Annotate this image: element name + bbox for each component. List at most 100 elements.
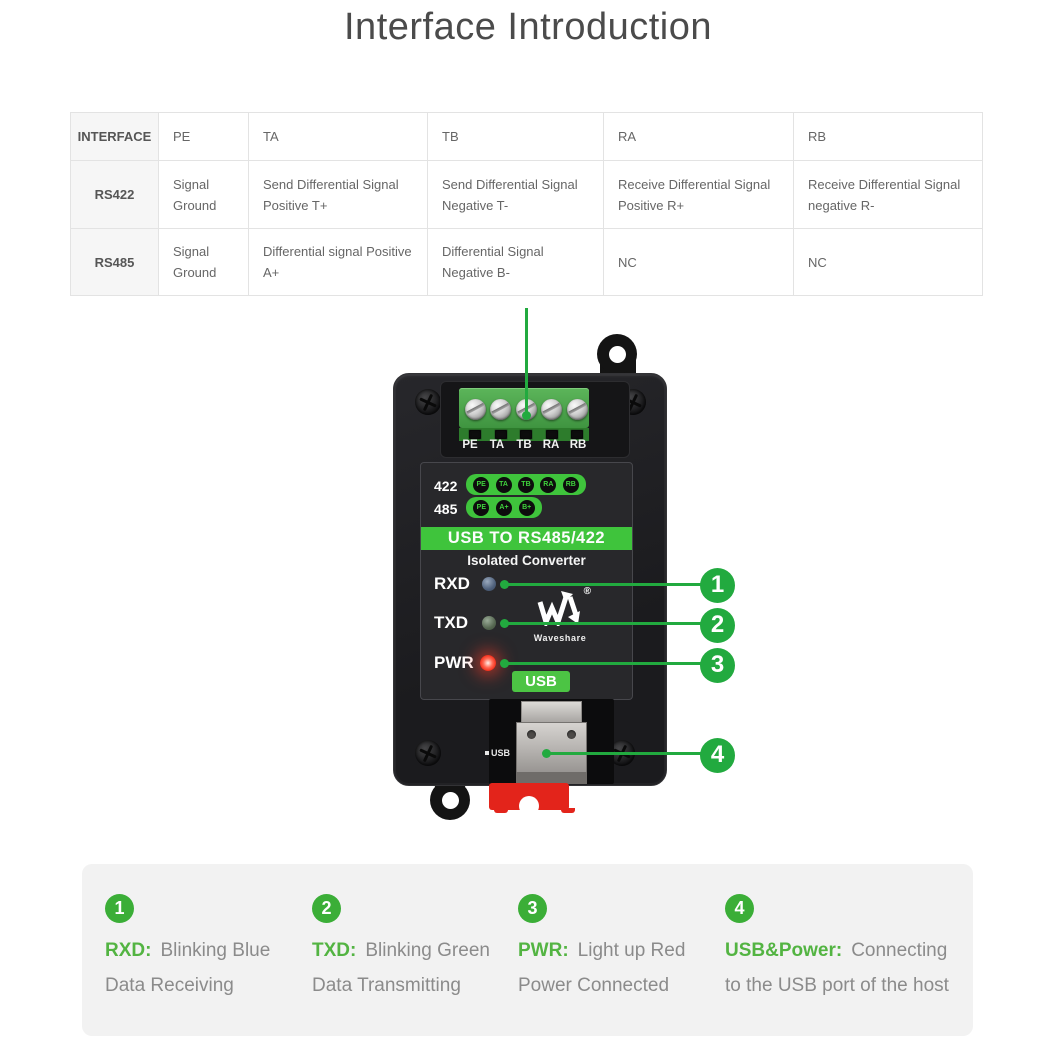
- legend-line2: to the USB port of the host: [725, 975, 949, 996]
- terminal-slot-icon: [494, 430, 507, 439]
- terminal-screw-icon: [541, 398, 562, 420]
- legend-item-usb-power: 4 USB&Power: Connecting to the USB port o…: [725, 894, 949, 997]
- legend-num-4: 4: [725, 894, 754, 923]
- legend-text: Connecting: [851, 940, 948, 961]
- table-header-interface: INTERFACE: [70, 112, 159, 161]
- terminal-screw-icon: [566, 398, 588, 420]
- screw-icon: [415, 389, 441, 415]
- pin-rb: RB: [562, 476, 579, 493]
- row-label: RS485: [70, 228, 159, 296]
- legend-num-2: 2: [312, 894, 341, 923]
- screw-icon: [415, 740, 441, 766]
- red-clip-foot: [494, 808, 508, 813]
- table-cell: Differential signal Positive A+: [248, 228, 428, 296]
- legend-line2: Power Connected: [518, 975, 670, 996]
- pin-ra: RA: [540, 476, 557, 493]
- legend-num-1: 1: [105, 894, 134, 923]
- rxd-led-icon: [482, 577, 496, 591]
- pin-pe: PE: [473, 499, 490, 516]
- table-cell: Differential Signal Negative B-: [427, 228, 604, 296]
- legend-label: PWR:: [518, 940, 569, 961]
- table-row-rs485: RS485 Signal Ground Differential signal …: [70, 228, 983, 296]
- table-cell: NC: [793, 228, 983, 296]
- rxd-label: RXD: [434, 574, 470, 593]
- legend-panel: 1 RXD: Blinking Blue Data Receiving 2 TXD…: [82, 864, 973, 1036]
- pin-tb: TB: [517, 476, 534, 493]
- mode-485-label: 485: [434, 501, 458, 517]
- txd-label: TXD: [434, 613, 468, 632]
- terminal-screw-icon: [464, 398, 486, 420]
- pin-a-plus: A+: [495, 499, 512, 516]
- table-cell: Signal Ground: [158, 160, 249, 229]
- clip-cutout: [523, 805, 535, 811]
- legend-label: RXD:: [105, 940, 152, 961]
- pointer-line-tb: [522, 308, 531, 420]
- interface-table: INTERFACE PE TA TB RA RB RS422 Signal Gr…: [70, 112, 983, 296]
- txd-led-icon: [482, 616, 496, 630]
- legend-num-3: 3: [518, 894, 547, 923]
- pin-pe: PE: [473, 476, 490, 493]
- terminal-slot-icon: [545, 430, 558, 439]
- usb-plug-top: [521, 701, 582, 723]
- pwr-label: PWR: [434, 653, 474, 672]
- legend-label: TXD:: [312, 940, 357, 961]
- usb-label: USB: [512, 671, 570, 692]
- waveshare-logo-icon: [537, 591, 580, 630]
- callout-line-3: [500, 659, 702, 668]
- table-cell: Send Differential Signal Positive T+: [248, 160, 428, 229]
- usb-port-marker: [485, 751, 489, 755]
- legend-item-pwr: 3 PWR:Light up Red Power Connected: [518, 894, 685, 997]
- row-label: RS422: [70, 160, 159, 229]
- terminal-labels: PE TA TB RA RB: [457, 439, 591, 451]
- waveshare-logo: ® Waveshare: [527, 586, 593, 643]
- callout-3: 3: [700, 648, 735, 683]
- page-title: Interface Introduction: [344, 6, 712, 48]
- table-cell: Receive Differential Signal negative R-: [793, 160, 983, 229]
- table-header-rb: RB: [793, 112, 983, 161]
- legend-text: Blinking Green: [365, 940, 490, 961]
- usb-crimp-icon: [567, 730, 576, 739]
- terminal-label-rb: RB: [569, 439, 587, 451]
- mode-422-label: 422: [434, 478, 458, 494]
- table-header-row: INTERFACE PE TA TB RA RB: [70, 112, 983, 161]
- legend-label: USB&Power:: [725, 940, 843, 961]
- callout-1: 1: [700, 568, 735, 603]
- product-subtitle: Isolated Converter: [467, 553, 586, 568]
- terminal-screw-icon: [490, 398, 511, 420]
- pin-row-422: PE TA TB RA RB: [466, 474, 586, 495]
- callout-4: 4: [700, 738, 735, 773]
- legend-item-txd: 2 TXD: Blinking Green Data Transmitting: [312, 894, 490, 997]
- usb-port-label: USB: [491, 748, 511, 758]
- mount-hole-icon: [441, 791, 459, 809]
- terminal-slot-icon: [571, 430, 583, 439]
- mount-hole-icon: [608, 345, 626, 363]
- callout-line-2: [500, 619, 702, 628]
- product-banner: USB TO RS485/422: [421, 527, 632, 550]
- table-header-ta: TA: [248, 112, 428, 161]
- legend-item-rxd: 1 RXD: Blinking Blue Data Receiving: [105, 894, 270, 997]
- legend-line2: Data Transmitting: [312, 975, 461, 996]
- brand-text: Waveshare: [533, 633, 587, 643]
- terminal-label-ta: TA: [489, 439, 505, 451]
- callout-line-4: [542, 749, 702, 758]
- table-cell: Signal Ground: [158, 228, 249, 296]
- pin-row-485: PE A+ B+: [466, 497, 542, 518]
- table-cell: NC: [603, 228, 794, 296]
- legend-text: Blinking Blue: [160, 940, 271, 961]
- registered-mark: ®: [583, 586, 591, 597]
- terminal-slot-icon: [469, 430, 481, 439]
- terminal-label-ra: RA: [542, 439, 560, 451]
- legend-line2: Data Receiving: [105, 975, 234, 996]
- pin-b-plus: B+: [518, 499, 535, 516]
- table-row-rs422: RS422 Signal Ground Send Differential Si…: [70, 160, 983, 229]
- front-panel: [420, 462, 633, 700]
- usb-crimp-icon: [527, 730, 536, 739]
- usb-plug-band: [516, 772, 587, 784]
- pin-ta: TA: [495, 476, 512, 493]
- callout-line-1: [500, 580, 702, 589]
- table-cell: Send Differential Signal Negative T-: [427, 160, 604, 229]
- terminal-label-pe: PE: [462, 439, 478, 451]
- pwr-led-icon: [480, 655, 496, 671]
- callout-2: 2: [700, 608, 735, 643]
